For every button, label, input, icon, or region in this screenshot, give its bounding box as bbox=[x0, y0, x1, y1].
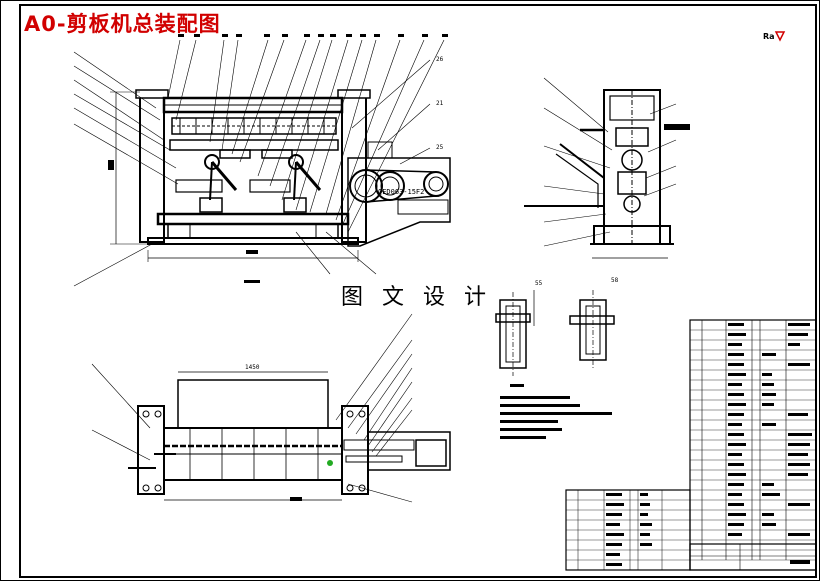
detail-views bbox=[495, 290, 615, 376]
top-view bbox=[91, 313, 451, 503]
front-view bbox=[73, 34, 451, 287]
dimension-top-width: 1450 bbox=[245, 364, 260, 371]
surface-finish-label: Ra bbox=[763, 32, 775, 41]
green-marker bbox=[327, 460, 333, 466]
technical-notes bbox=[500, 384, 612, 439]
part-label-b: 21 bbox=[436, 100, 444, 107]
title-block bbox=[565, 489, 817, 571]
motor-label: QED063-15F2 bbox=[378, 188, 425, 196]
side-view bbox=[524, 77, 690, 259]
part-label-a: 26 bbox=[436, 56, 444, 63]
part-label-c: 25 bbox=[436, 144, 444, 151]
detail-label-2: 58 bbox=[611, 277, 619, 284]
drawing-title: A0-剪板机总装配图 bbox=[24, 12, 221, 36]
surface-finish-icon bbox=[774, 31, 786, 42]
detail-label-1: 55 bbox=[535, 280, 543, 287]
inner-border bbox=[19, 4, 817, 578]
watermark: 图 文 设 计 bbox=[341, 285, 492, 310]
